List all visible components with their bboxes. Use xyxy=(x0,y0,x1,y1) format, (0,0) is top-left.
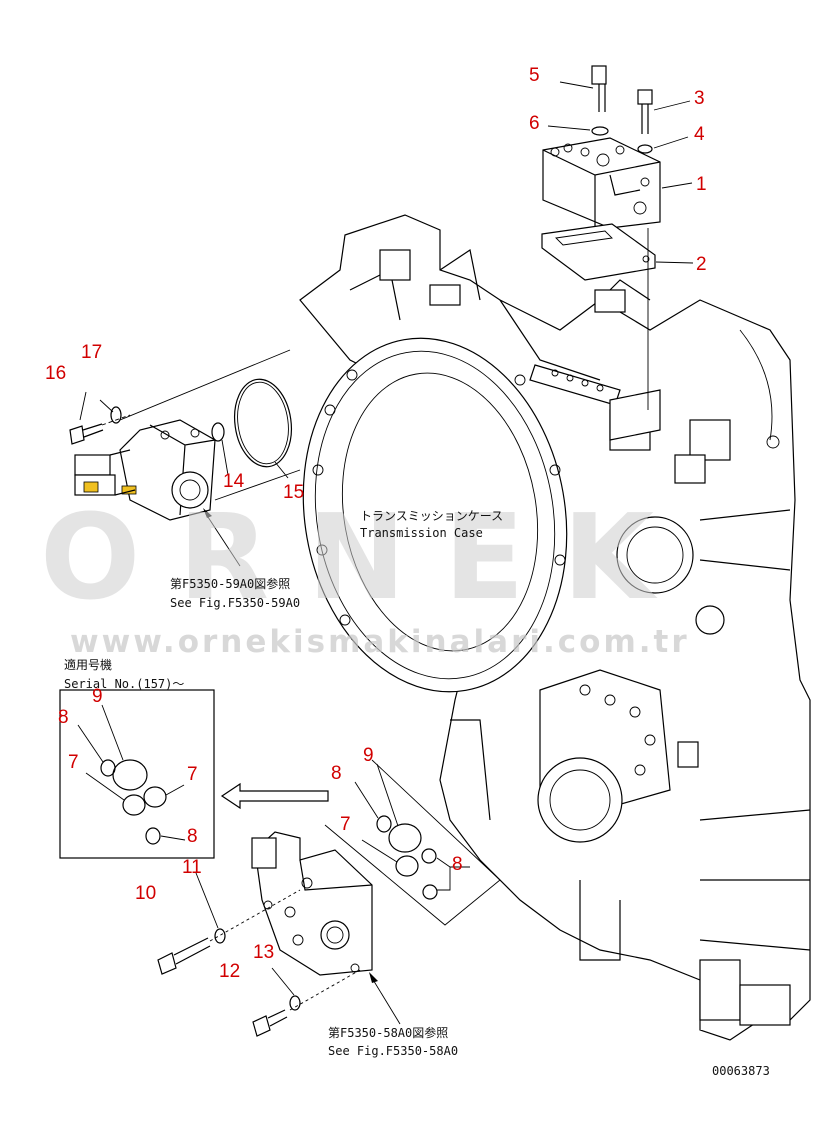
callout-11[interactable]: 11 xyxy=(182,857,202,878)
drawing-number: 00063873 xyxy=(712,1064,770,1078)
main-callout-8a[interactable]: 8 xyxy=(331,763,342,784)
callout-2[interactable]: 2 xyxy=(696,254,707,275)
main-callout-9[interactable]: 9 xyxy=(363,745,374,766)
serial-inset-box xyxy=(59,689,215,859)
top-valve-block xyxy=(541,65,694,410)
inset-callout-8a[interactable]: 8 xyxy=(58,707,69,728)
callout-1[interactable]: 1 xyxy=(696,174,707,195)
callout-12[interactable]: 12 xyxy=(219,961,240,982)
text-labels: トランスミッションケース Transmission Case 第F5350-59… xyxy=(64,509,770,1078)
watermark-brand: ORNEK xyxy=(40,488,692,626)
ref1-label-jp: 第F5350-59A0図参照 xyxy=(170,576,290,591)
inset-callout-7b[interactable]: 7 xyxy=(187,764,198,785)
callout-4[interactable]: 4 xyxy=(694,124,705,145)
left-pump-assembly xyxy=(69,349,301,567)
inset-callout-8b[interactable]: 8 xyxy=(187,826,198,847)
lower-pump-assembly xyxy=(157,759,501,1037)
callout-16[interactable]: 16 xyxy=(45,363,66,384)
inset-callout-9[interactable]: 9 xyxy=(92,686,103,707)
ref2-label-en: See Fig.F5350-58A0 xyxy=(328,1044,458,1058)
serial-label-jp: 適用号機 xyxy=(64,657,112,672)
callouts: 1 2 3 4 5 6 14 15 16 17 8 9 7 7 8 11 10 … xyxy=(45,65,707,982)
callout-10[interactable]: 10 xyxy=(135,883,156,904)
main-callout-8b[interactable]: 8 xyxy=(452,854,463,875)
watermark: ORNEK www.ornekismakinalari.com.tr xyxy=(40,488,692,660)
watermark-url: www.ornekismakinalari.com.tr xyxy=(70,624,690,660)
callout-3[interactable]: 3 xyxy=(694,88,705,109)
case-label-jp: トランスミッションケース xyxy=(360,509,503,523)
inset-callout-7a[interactable]: 7 xyxy=(68,752,79,773)
serial-label-en: Serial No.(157)～ xyxy=(64,677,184,691)
callout-15[interactable]: 15 xyxy=(283,482,304,503)
ref1-label-en: See Fig.F5350-59A0 xyxy=(170,596,300,610)
ref2-label-jp: 第F5350-58A0図参照 xyxy=(328,1025,448,1040)
callout-5[interactable]: 5 xyxy=(529,65,540,86)
case-label-en: Transmission Case xyxy=(360,526,483,540)
callout-13[interactable]: 13 xyxy=(253,942,274,963)
transmission-case xyxy=(299,214,811,1041)
main-callout-7[interactable]: 7 xyxy=(340,814,351,835)
callout-14[interactable]: 14 xyxy=(223,471,245,492)
callout-17[interactable]: 17 xyxy=(81,342,102,363)
inset-arrow xyxy=(220,782,329,810)
callout-6[interactable]: 6 xyxy=(529,113,540,134)
